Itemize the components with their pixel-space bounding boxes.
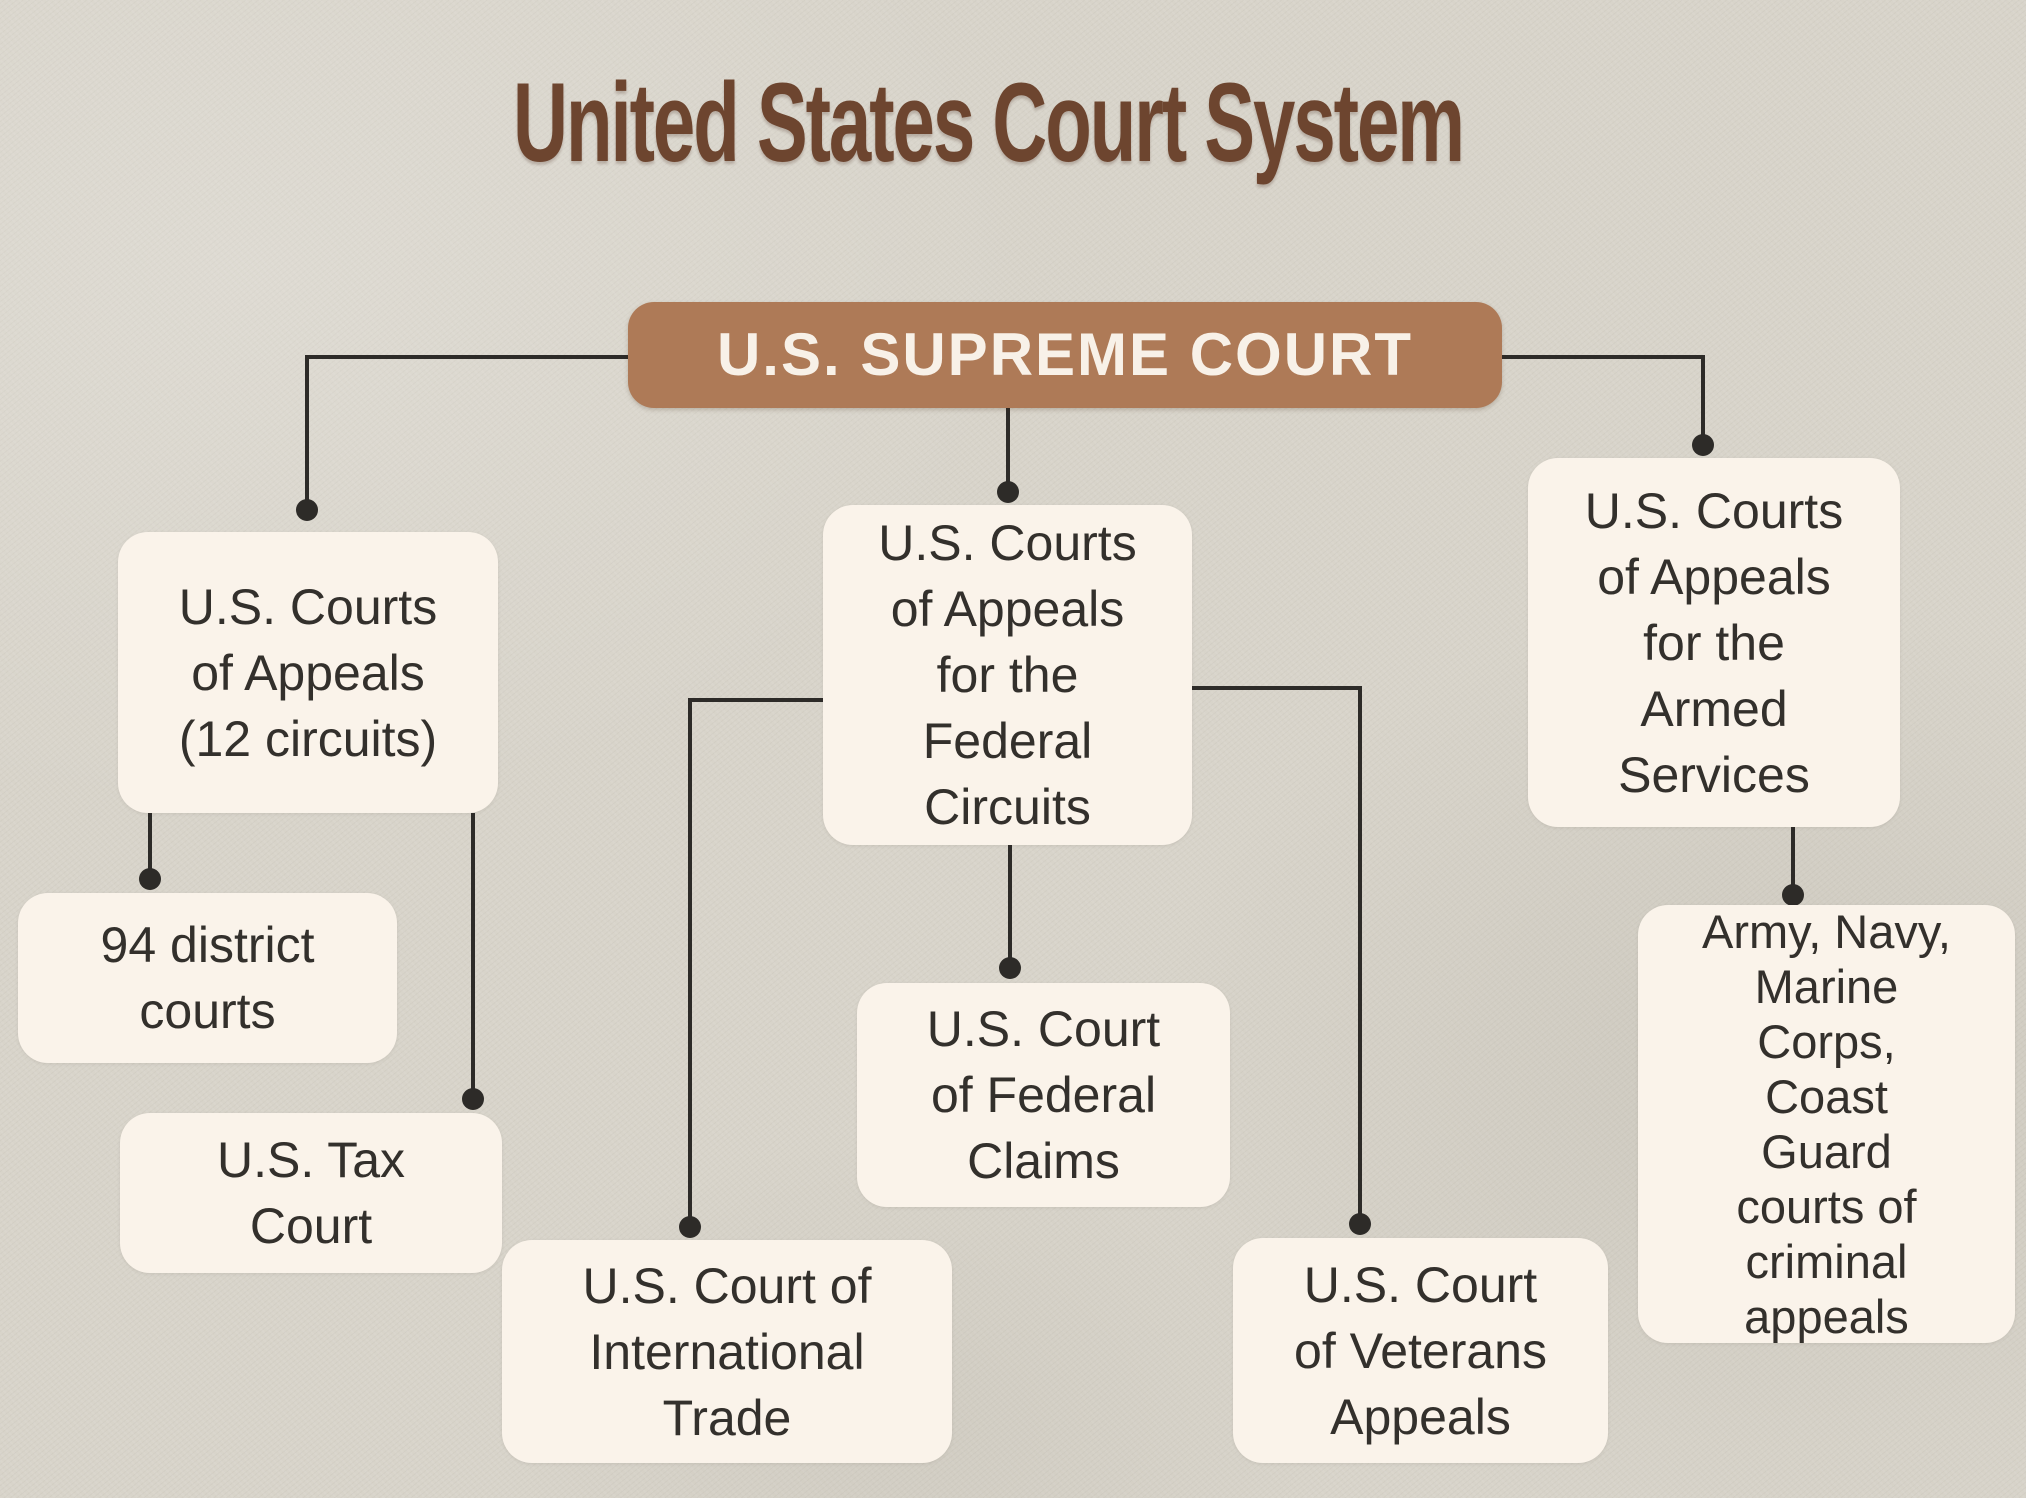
- page-title: United States Court System: [513, 59, 1465, 185]
- node-district-courts: 94 district courts: [18, 893, 397, 1063]
- node-court-of-federal-claims-label: U.S. Court of Federal Claims: [926, 1001, 1161, 1189]
- connector-dot-district: [139, 868, 161, 890]
- node-courts-of-appeals-armed-services: U.S. Courts of Appeals for the Armed Ser…: [1528, 458, 1900, 827]
- connector-circuits-to-veterans: [1192, 686, 1362, 1224]
- node-courts-of-appeals-12-circuits-label: U.S. Courts of Appeals (12 circuits): [178, 578, 438, 767]
- node-tax-court: U.S. Tax Court: [120, 1113, 502, 1273]
- node-court-of-veterans-appeals-label: U.S. Court of Veterans Appeals: [1294, 1256, 1547, 1445]
- node-us-supreme-court-label: U.S. SUPREME COURT: [716, 321, 1414, 388]
- node-courts-of-appeals-armed-services-label: U.S. Courts of Appeals for the Armed Ser…: [1584, 482, 1844, 803]
- node-military-criminal-appeals-courts-label: Army, Navy, Marine Corps, Coast Guard co…: [1702, 905, 1951, 1343]
- node-courts-of-appeals-federal-circuits: U.S. Courts of Appeals for the Federal C…: [823, 505, 1192, 845]
- node-court-of-federal-claims: U.S. Court of Federal Claims: [857, 983, 1230, 1207]
- connector-dot-military: [1782, 884, 1804, 906]
- connector-dot-veterans: [1349, 1213, 1371, 1235]
- connector-dot-federal-circuits: [997, 481, 1019, 503]
- node-military-criminal-appeals-courts: Army, Navy, Marine Corps, Coast Guard co…: [1638, 905, 2015, 1343]
- connector-dot-trade: [679, 1216, 701, 1238]
- node-us-supreme-court: U.S. SUPREME COURT: [628, 302, 1502, 408]
- node-court-of-international-trade: U.S. Court of International Trade: [502, 1240, 952, 1463]
- connector-dot-armed-services: [1692, 434, 1714, 456]
- connector-supreme-to-appeals12: [305, 355, 630, 510]
- node-district-courts-label: 94 district courts: [100, 917, 315, 1039]
- connector-circuits-to-trade: [688, 698, 823, 1227]
- connector-dot-appeals12: [296, 499, 318, 521]
- connector-supreme-to-armed-services: [1502, 355, 1705, 445]
- node-courts-of-appeals-federal-circuits-label: U.S. Courts of Appeals for the Federal C…: [878, 515, 1137, 835]
- connector-dot-tax: [462, 1088, 484, 1110]
- node-court-of-veterans-appeals: U.S. Court of Veterans Appeals: [1233, 1238, 1608, 1463]
- node-courts-of-appeals-12-circuits: U.S. Courts of Appeals (12 circuits): [118, 532, 498, 813]
- node-tax-court-label: U.S. Tax Court: [216, 1132, 406, 1254]
- connector-dot-claims: [999, 957, 1021, 979]
- node-court-of-international-trade-label: U.S. Court of International Trade: [582, 1257, 872, 1446]
